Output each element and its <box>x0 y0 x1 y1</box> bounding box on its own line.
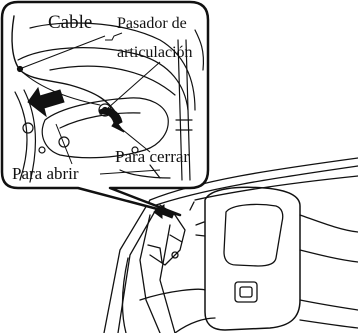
headrest <box>204 186 301 331</box>
label-para-cerrar: Para cerrar <box>115 147 190 166</box>
hinge-mechanism <box>11 15 205 183</box>
label-pasador-line2: articulación <box>117 44 193 61</box>
label-cable: Cable <box>48 12 93 33</box>
vehicle-drawing <box>103 157 358 333</box>
label-para-abrir: Para abrir <box>12 164 79 183</box>
open-direction-arrow-icon <box>27 86 65 118</box>
leader-pasador <box>107 61 161 109</box>
leader-para-abrir <box>55 123 73 165</box>
leader-cable <box>21 35 106 69</box>
leader-lines <box>21 32 161 175</box>
leader-para-cerrar <box>117 125 151 153</box>
label-pasador-line1: Pasador de <box>117 15 187 32</box>
